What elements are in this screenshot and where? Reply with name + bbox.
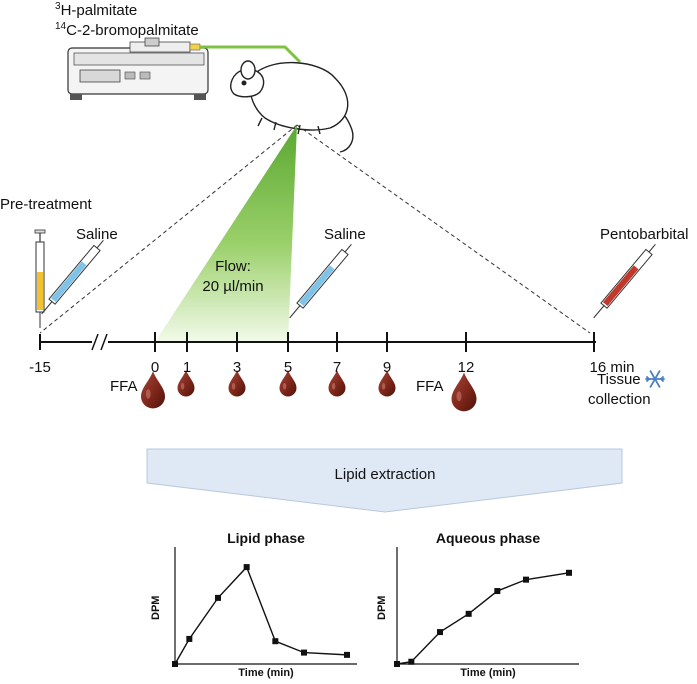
lipid-series-line — [174, 565, 348, 665]
tick-label: 7 — [332, 359, 342, 376]
tick-label: 12 — [457, 359, 475, 376]
ffa-label-2: FFA — [416, 378, 444, 395]
flow-wedge — [155, 125, 297, 342]
syringe-pump-icon — [67, 37, 209, 100]
timeline-axis — [39, 332, 596, 352]
collection-label: collection — [588, 391, 651, 408]
tick-label: 3 — [232, 359, 242, 376]
aqueous-data-point — [437, 629, 443, 636]
aqueous-data-point — [394, 661, 400, 667]
pentobarbital-label: Pentobarbital — [600, 226, 689, 243]
tick-label: 16 min — [589, 359, 635, 376]
saline-label-1: Saline — [76, 226, 118, 243]
lipid-data-point — [215, 594, 221, 601]
pretreatment-label: Pre-treatment — [0, 196, 92, 213]
tick-label: 0 — [150, 359, 160, 376]
saline-syringe-icon-1 — [41, 240, 104, 315]
lipid-phase-axes — [174, 547, 357, 665]
lipid-data-point — [301, 649, 307, 656]
aqueous-phase-title: Aqueous phase — [435, 530, 541, 546]
axis-break-icon — [91, 333, 108, 351]
rat-icon — [229, 60, 354, 153]
saline-label-2: Saline — [324, 226, 366, 243]
tick-label: 5 — [283, 359, 293, 376]
lipid-data-point — [272, 638, 279, 645]
lipid-data-point — [344, 651, 350, 658]
tick-label: 1 — [182, 359, 192, 376]
saline-syringe-icon-2 — [289, 244, 352, 319]
lipid-extraction-label: Lipid extraction — [334, 466, 436, 483]
aqueous-ylabel: DPM — [376, 595, 388, 620]
ffa-label-1: FFA — [110, 378, 138, 395]
lipid-data-point — [186, 635, 193, 642]
tick-label: -15 — [29, 359, 51, 376]
lipid-data-point — [172, 661, 178, 667]
blood-drop-icon — [141, 371, 165, 409]
lipid-phase-title: Lipid phase — [227, 530, 305, 546]
lipid-ylabel: DPM — [150, 595, 162, 620]
flow-label: Flow: — [215, 258, 251, 275]
aqueous-phase-axes — [396, 547, 579, 665]
aqueous-data-point — [523, 576, 529, 583]
infusion-line — [200, 45, 302, 64]
aqueous-data-point — [494, 588, 501, 595]
snowflake-icon — [645, 370, 665, 388]
pretreatment-syringe-icon — [34, 229, 46, 328]
lipid-extraction-banner — [146, 448, 623, 513]
aqueous-data-point — [566, 569, 572, 576]
tissue-label: Tissue — [597, 371, 641, 388]
tracer-2-label: 14C-2-bromopalmitate — [55, 21, 199, 40]
flow-rate-label: 20 µl/min — [202, 278, 264, 295]
aqueous-xlabel: Time (min) — [460, 667, 516, 679]
tracer-1-label: 3H-palmitate — [55, 1, 138, 20]
lipid-xlabel: Time (min) — [238, 667, 294, 679]
tick-label: 9 — [382, 359, 392, 376]
aqueous-series-line — [396, 572, 570, 665]
pentobarbital-syringe-icon — [593, 244, 656, 319]
blood-drop-icon — [451, 372, 477, 412]
lipid-data-point — [243, 564, 250, 571]
aqueous-data-point — [408, 658, 415, 665]
aqueous-data-point — [465, 610, 472, 617]
